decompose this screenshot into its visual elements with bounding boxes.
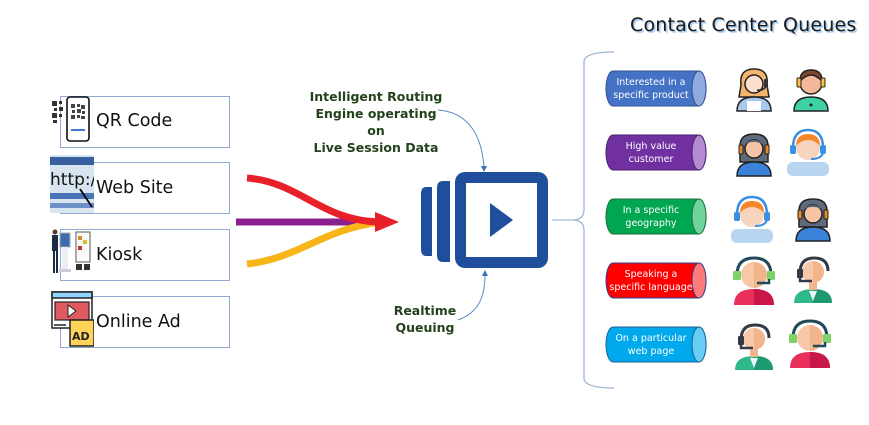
queue-cylinder [605, 326, 707, 363]
qr-code-phone-icon [52, 96, 90, 142]
annotation-connector-bottom [457, 273, 486, 321]
annotation-line: Engine operating on [315, 106, 437, 138]
agent-man-blue-headset-icon [785, 128, 831, 176]
source-label: Online Ad [96, 312, 181, 332]
source-label: QR Code [96, 111, 173, 131]
http-browser-icon: http:/ [50, 155, 94, 213]
annotation-line: Live Session Data [313, 140, 439, 155]
svg-text:AD: AD [72, 330, 90, 343]
agent-red-shirt-icon [731, 256, 777, 305]
diagram-title: Contact Center Queues [630, 14, 857, 36]
annotation-line: Queuing [395, 320, 455, 335]
agent-green-shirt-icon [792, 256, 834, 303]
agent-man-headset-icon [793, 69, 829, 112]
flow-yellow [246, 218, 381, 268]
svg-text:http:/: http:/ [50, 170, 94, 190]
annotation-arrowhead-top [481, 166, 487, 172]
agent-woman-headset-dark-icon [736, 133, 772, 177]
queue-cylinder [605, 134, 707, 171]
routing-engine-annotation: Intelligent Routing Engine operating on … [306, 88, 446, 156]
agent-red-shirt-icon [787, 319, 833, 368]
annotation-arrowhead-bottom [482, 270, 488, 276]
annotation-line: Realtime [393, 303, 457, 318]
queue-cylinder [605, 262, 707, 299]
queue-cylinder [605, 198, 707, 235]
agent-man-blue-headset-icon [729, 195, 775, 243]
source-label: Web Site [96, 178, 174, 198]
kiosk-icon [52, 229, 91, 273]
queues-brace [571, 51, 615, 389]
source-box-kiosk [60, 229, 230, 281]
queue-cylinder [605, 70, 707, 107]
agent-green-shirt-icon [733, 323, 775, 370]
annotation-line: Intelligent Routing [309, 89, 443, 104]
agent-woman-headset-dark-icon [795, 198, 831, 242]
agent-woman-headset-icon [736, 68, 772, 112]
flow-arrowhead [375, 212, 399, 232]
annotation-connector-top [437, 109, 485, 169]
source-label: Kiosk [96, 245, 143, 265]
realtime-queuing-annotation: Realtime Queuing [390, 302, 460, 336]
flow-red [246, 174, 379, 226]
routing-engine-icon [421, 172, 548, 268]
online-ad-icon: AD [51, 291, 94, 347]
